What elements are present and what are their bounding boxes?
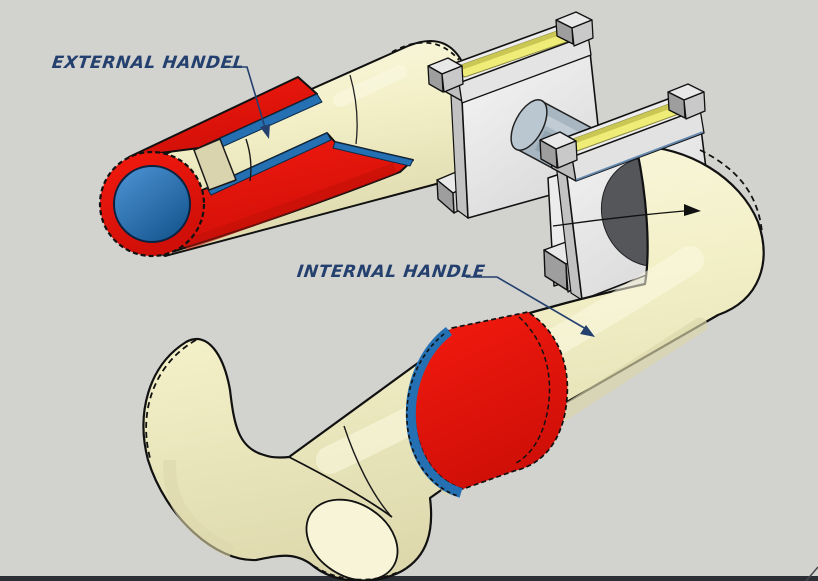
corner-block [427,57,464,93]
annotations [227,66,595,337]
cap-dashed-edge [313,565,401,581]
mounting-plate-front-bar [539,83,706,182]
external-handle [98,40,472,258]
tube-opening [113,165,191,243]
leader-line-internal [466,276,587,330]
corner-block [539,131,578,169]
window-section-line [245,138,252,182]
bottom-edge-bar [0,576,818,581]
plate-liner-line [575,131,704,181]
blue-liner-ring [405,327,463,498]
profile-edge-tip [684,204,701,216]
blue-liner-strip-window-bottom [206,132,332,196]
elbow-dashed-edge [145,339,197,459]
corner-block [555,11,594,47]
tube-section-line [349,74,358,145]
corner-tick-line [805,566,818,581]
internal-handle [142,144,765,581]
stub-edge-line [288,456,393,518]
elbow-shade [163,459,235,558]
blue-liner-strip-collar [332,141,414,167]
corner-block [667,83,706,120]
profile-edge-line [552,210,685,227]
elbow-dashed-edge [699,149,763,233]
liner-ring-edge [406,333,459,497]
tube-highlight [333,65,407,107]
tube-section-line [343,425,391,516]
channel-bar [435,22,592,104]
band-section-line [515,316,551,464]
liner-end-segment [193,138,237,191]
leader-line-external [227,66,267,132]
elbow-dashed-edge [391,41,460,61]
leader-arrowhead [260,124,270,139]
leader-arrowhead [580,325,595,337]
label-external-handle: EXTERNAL HANDEL [50,53,246,73]
tube-end-face [305,498,399,581]
red-sleeve-shade [183,162,397,251]
label-internal-handle: INTERNAL HANDLE [295,262,487,282]
yellow-channel-shade [562,103,675,147]
spindle-end-face [510,99,548,151]
yellow-channel-shade [450,30,563,73]
